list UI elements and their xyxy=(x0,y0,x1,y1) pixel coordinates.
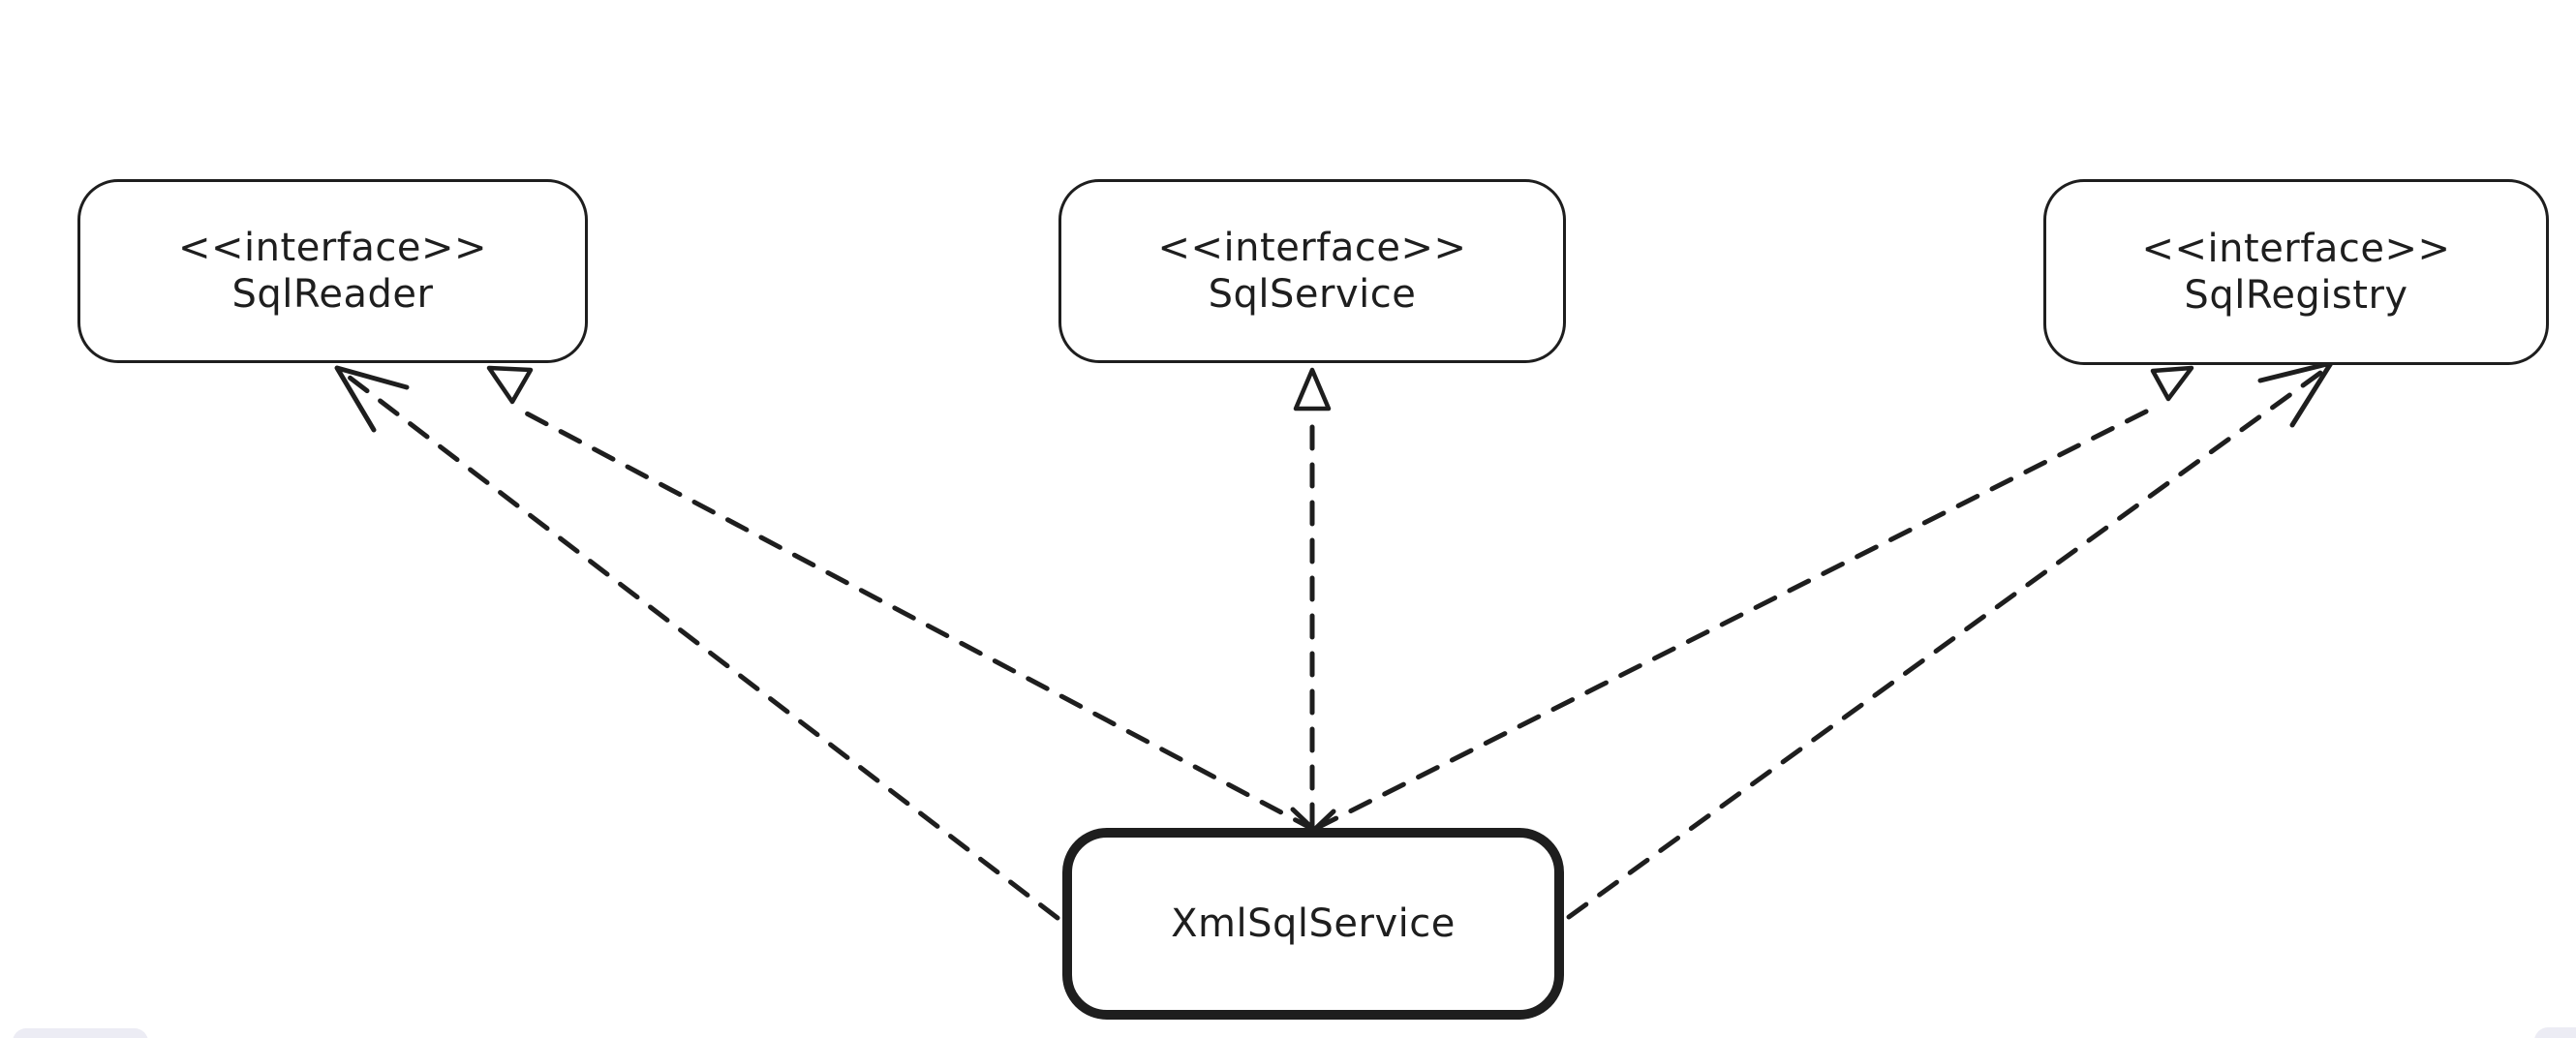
edge-realization-sqlregistry[interactable] xyxy=(1314,365,2194,831)
node-name: SqlService xyxy=(1208,272,1417,317)
node-interface-sqlservice[interactable]: <<interface>> SqlService xyxy=(1058,179,1566,363)
node-name: XmlSqlService xyxy=(1171,901,1456,946)
edge-realization-sqlservice[interactable] xyxy=(1290,367,1336,833)
edge-realization-sqlreader[interactable] xyxy=(486,365,1317,833)
node-interface-sqlregistry[interactable]: <<interface>> SqlRegistry xyxy=(2043,179,2549,365)
node-stereotype: <<interface>> xyxy=(178,226,487,270)
bottom-left-toolbar-pill[interactable] xyxy=(13,1028,148,1038)
node-name: SqlReader xyxy=(231,272,434,317)
node-name: SqlRegistry xyxy=(2184,273,2408,318)
node-stereotype: <<interface>> xyxy=(2141,227,2451,271)
node-class-xmlsqlservice[interactable]: XmlSqlService xyxy=(1062,828,1564,1020)
bottom-right-toolbar-pill[interactable] xyxy=(2534,1027,2576,1038)
node-interface-sqlreader[interactable]: <<interface>> SqlReader xyxy=(77,179,588,363)
edge-dependency-sqlreader[interactable] xyxy=(334,365,1060,921)
edge-dependency-sqlregistry[interactable] xyxy=(1566,360,2334,920)
node-stereotype: <<interface>> xyxy=(1157,226,1467,270)
